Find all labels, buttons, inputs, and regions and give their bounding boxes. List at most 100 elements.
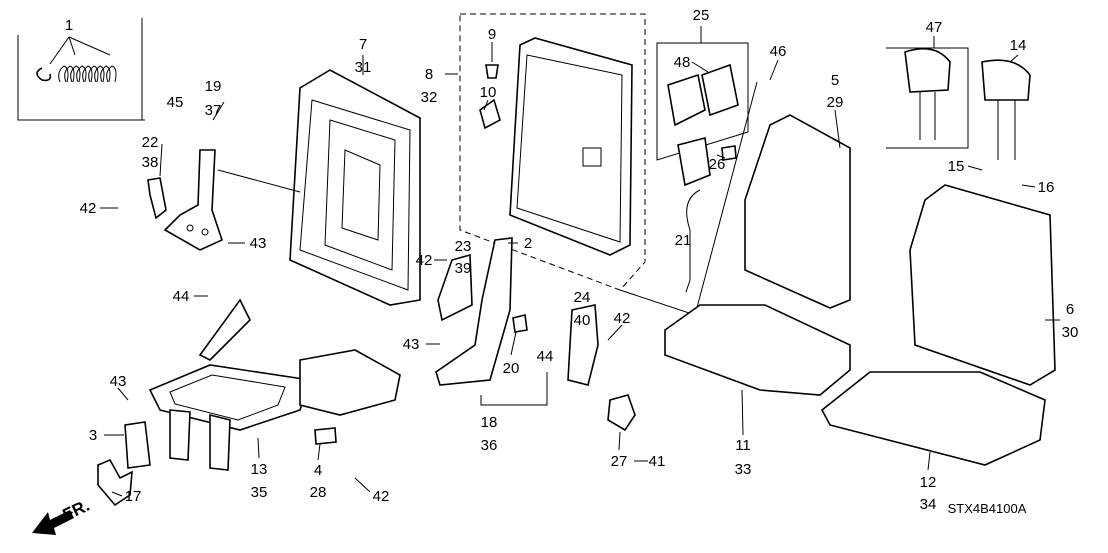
- front-direction-arrow: FR.: [32, 496, 93, 535]
- callout-13: 13: [251, 461, 268, 478]
- callout-26: 26: [709, 156, 726, 173]
- part-26-clip: [721, 145, 737, 161]
- part-1-clips: [36, 36, 117, 83]
- callout-33: 33: [735, 461, 752, 478]
- callout-17: 17: [125, 488, 142, 505]
- part-18-recliner: [435, 237, 513, 386]
- part-24-cover: [567, 304, 599, 386]
- part-48-bezel: [701, 63, 739, 117]
- callout-44: 44: [537, 348, 554, 365]
- part-21-cable: [685, 189, 701, 293]
- callout-35: 35: [251, 484, 268, 501]
- callout-5: 5: [831, 72, 839, 89]
- callout-45: 45: [167, 94, 184, 111]
- part-13-cushion-frame: [148, 298, 401, 471]
- part-48-cover: [667, 73, 706, 127]
- part-11-cushion: [664, 304, 851, 396]
- callout-40: 40: [574, 312, 591, 329]
- callout-31: 31: [355, 59, 372, 76]
- callout-16: 16: [1038, 179, 1055, 196]
- part-6-seatback: [909, 184, 1056, 386]
- part-3-cover: [124, 421, 151, 469]
- callout-9: 9: [488, 26, 496, 43]
- group-box-47: [886, 47, 969, 149]
- spring-coil: [82, 65, 93, 83]
- spring-coil: [64, 65, 75, 83]
- part-25-switch: [677, 136, 711, 187]
- part-12-cushion: [820, 371, 1046, 466]
- callout-22: 22: [142, 134, 159, 151]
- headrest-stays-14: [997, 100, 1016, 160]
- headrest-stays: [919, 92, 936, 140]
- callout-41: 41: [649, 453, 666, 470]
- callout-2: 2: [524, 235, 532, 252]
- callout-18: 18: [481, 414, 498, 431]
- callout-48: 48: [674, 54, 691, 71]
- spring-coil: [76, 65, 87, 83]
- callout-21: 21: [675, 232, 692, 249]
- callout-42: 42: [416, 252, 433, 269]
- callout-28: 28: [310, 484, 327, 501]
- spring-coil: [100, 65, 111, 83]
- callout-43: 43: [110, 373, 127, 390]
- callout-30: 30: [1062, 324, 1079, 341]
- part-10-clip: [479, 98, 501, 130]
- part-4-cover: [314, 427, 337, 445]
- callout-15: 15: [948, 158, 965, 175]
- part-47-headrest: [904, 47, 951, 93]
- group-box-25: [656, 42, 749, 161]
- group-box-8: [459, 13, 646, 291]
- callout-34: 34: [920, 496, 937, 513]
- callout-24: 24: [574, 289, 591, 306]
- callouts: 1 7 31 19 37 45 22 38 42 43 44 43 3 17 1…: [65, 7, 1079, 516]
- callout-4: 4: [314, 462, 322, 479]
- spring-coil: [70, 65, 81, 83]
- part-19-hinge: [147, 149, 223, 251]
- callout-39: 39: [455, 260, 472, 277]
- callout-11: 11: [735, 437, 751, 454]
- callout-38: 38: [142, 154, 159, 171]
- callout-29: 29: [827, 94, 844, 111]
- callout-25: 25: [693, 7, 710, 24]
- callout-6: 6: [1066, 301, 1074, 318]
- callout-32: 32: [421, 89, 438, 106]
- callout-27: 27: [611, 453, 628, 470]
- callout-37: 37: [205, 102, 222, 119]
- part-23-cover: [437, 253, 473, 322]
- callout-20: 20: [503, 360, 520, 377]
- callout-36: 36: [481, 437, 498, 454]
- spring-coil: [106, 65, 117, 83]
- callout-46: 46: [770, 43, 787, 60]
- callout-14: 14: [1010, 37, 1027, 54]
- leader: [217, 169, 301, 193]
- callout-43: 43: [403, 336, 420, 353]
- callout-47: 47: [926, 19, 943, 36]
- callout-19: 19: [205, 78, 222, 95]
- part-9-clip: [485, 64, 499, 79]
- callout-12: 12: [920, 474, 937, 491]
- leader-lines: [100, 26, 1060, 497]
- part-7-seatback-frame: [289, 69, 421, 306]
- part-27-cover: [607, 394, 636, 432]
- callout-23: 23: [455, 238, 472, 255]
- diagram-code: STX4B4100A: [948, 501, 1027, 516]
- callout-42: 42: [614, 310, 631, 327]
- callout-42: 42: [80, 200, 97, 217]
- part-14-headrest: [981, 59, 1031, 101]
- callout-8: 8: [425, 66, 433, 83]
- spring-coil: [58, 65, 69, 83]
- callout-1: 1: [65, 17, 73, 34]
- callout-42: 42: [373, 488, 390, 505]
- group-bracket-18: [480, 372, 548, 406]
- spring-coil: [88, 65, 99, 83]
- callout-3: 3: [89, 427, 97, 444]
- callout-44: 44: [173, 288, 190, 305]
- part-5-seatback: [744, 114, 851, 309]
- spring-coil: [94, 65, 105, 83]
- part-20-bracket: [512, 314, 528, 333]
- part-17-cover: [97, 458, 133, 507]
- part-8-back-panel: [509, 37, 633, 256]
- group-bracket-1: [17, 35, 145, 121]
